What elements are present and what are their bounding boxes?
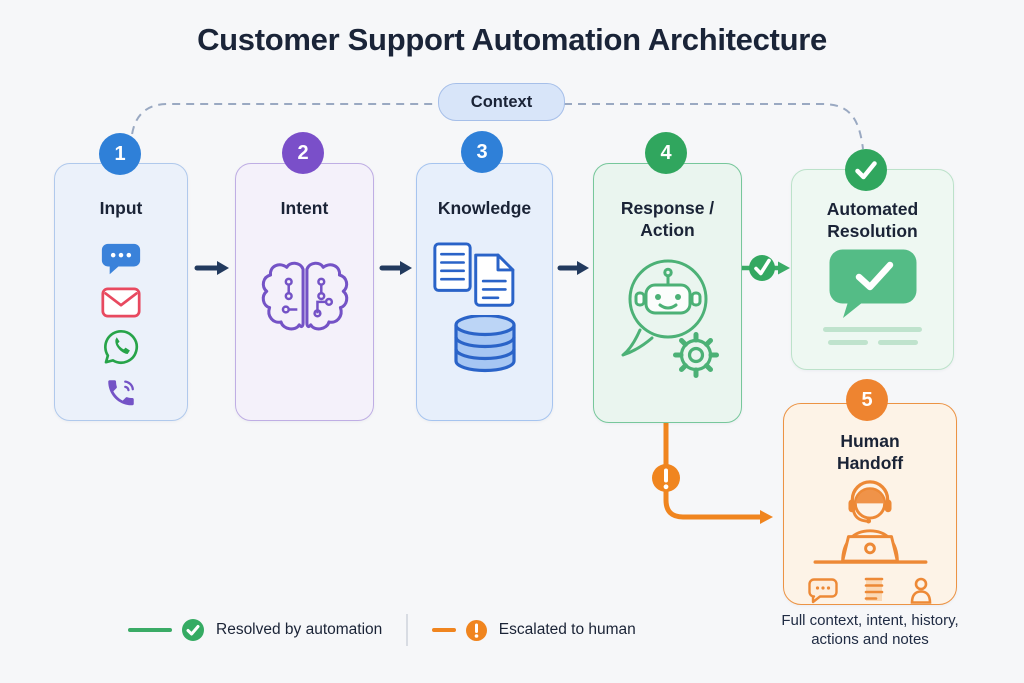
- phone-icon: [108, 380, 134, 406]
- resolved-check-icon: [182, 619, 204, 641]
- text-lines-decoration: [823, 327, 922, 345]
- card-automated-title-line1: Automated: [826, 199, 919, 219]
- stage-number: 5: [861, 388, 873, 411]
- check-icon: [855, 161, 877, 180]
- support-agent-icon: [813, 480, 928, 564]
- card-human-handoff: Human Handoff: [783, 403, 957, 605]
- resolved-connector: [738, 255, 790, 281]
- card-response-action: Response / Action: [593, 163, 742, 423]
- stage-number: 1: [114, 142, 126, 165]
- database-icon: [453, 315, 516, 373]
- card-knowledge: Knowledge: [416, 163, 553, 421]
- stage-badge-3: 3: [461, 131, 503, 173]
- card-intent-title: Intent: [280, 198, 329, 218]
- brain-circuit-icon: [261, 261, 348, 331]
- stage-badge-4: 4: [645, 132, 687, 174]
- card-intent: Intent: [235, 163, 374, 421]
- chat-icon: [808, 578, 838, 604]
- escalated-line-swatch: [431, 627, 456, 633]
- stage-number: 3: [476, 140, 488, 163]
- flow-arrows: [194, 261, 589, 275]
- automated-check-badge: [845, 149, 887, 191]
- card-response-title-line1: Response /: [620, 198, 715, 218]
- check-bubble-icon: [829, 249, 916, 318]
- escalated-warning-icon: [465, 619, 487, 641]
- whatsapp-icon: [104, 329, 139, 364]
- legend-divider: [406, 614, 408, 646]
- card-handoff-title-line1: Human: [840, 431, 900, 451]
- page-title: Customer Support Automation Architecture: [197, 22, 827, 57]
- handoff-note: Full context, intent, history, actions a…: [760, 611, 980, 649]
- card-knowledge-title: Knowledge: [437, 198, 532, 218]
- card-response-title: Response / Action: [621, 197, 714, 241]
- stage-badge-2: 2: [282, 132, 324, 174]
- card-response-title-line2: Action: [640, 220, 695, 240]
- card-automated-resolution: Automated Resolution: [791, 169, 954, 370]
- context-label: Context: [470, 92, 533, 111]
- escalated-label: Escalated to human: [498, 621, 636, 638]
- handoff-note-line1: Full context, intent, history,: [781, 612, 959, 629]
- stage-badge-5: 5: [846, 379, 888, 421]
- handoff-note-line2: actions and notes: [811, 631, 929, 648]
- escalation-connector: [652, 418, 773, 524]
- resolved-label: Resolved by automation: [216, 621, 383, 638]
- legend: Resolved by automation Escalated to huma…: [128, 614, 636, 646]
- card-automated-title-line2: Resolution: [827, 221, 918, 241]
- card-handoff-title-line2: Handoff: [836, 453, 904, 473]
- handoff-mini-icons: [808, 576, 932, 604]
- card-handoff-title: Human Handoff: [837, 430, 903, 474]
- person-icon: [910, 577, 932, 604]
- resolved-check-icon: [749, 255, 775, 281]
- stage-badge-1: 1: [99, 133, 141, 175]
- gear-icon: [672, 332, 719, 378]
- card-input-title: Input: [99, 198, 143, 218]
- documents-icon: [432, 242, 514, 307]
- resolved-line-swatch: [128, 627, 172, 633]
- card-input: Input: [54, 163, 188, 421]
- stage-number: 4: [660, 141, 672, 164]
- email-icon: [101, 287, 141, 318]
- notes-icon: [864, 577, 884, 601]
- stage-number: 2: [297, 141, 309, 164]
- chatbot-icon: [621, 259, 719, 378]
- card-automated-title: Automated Resolution: [827, 198, 918, 242]
- context-pill: Context: [438, 83, 565, 121]
- chat-bubble-icon: [101, 243, 141, 275]
